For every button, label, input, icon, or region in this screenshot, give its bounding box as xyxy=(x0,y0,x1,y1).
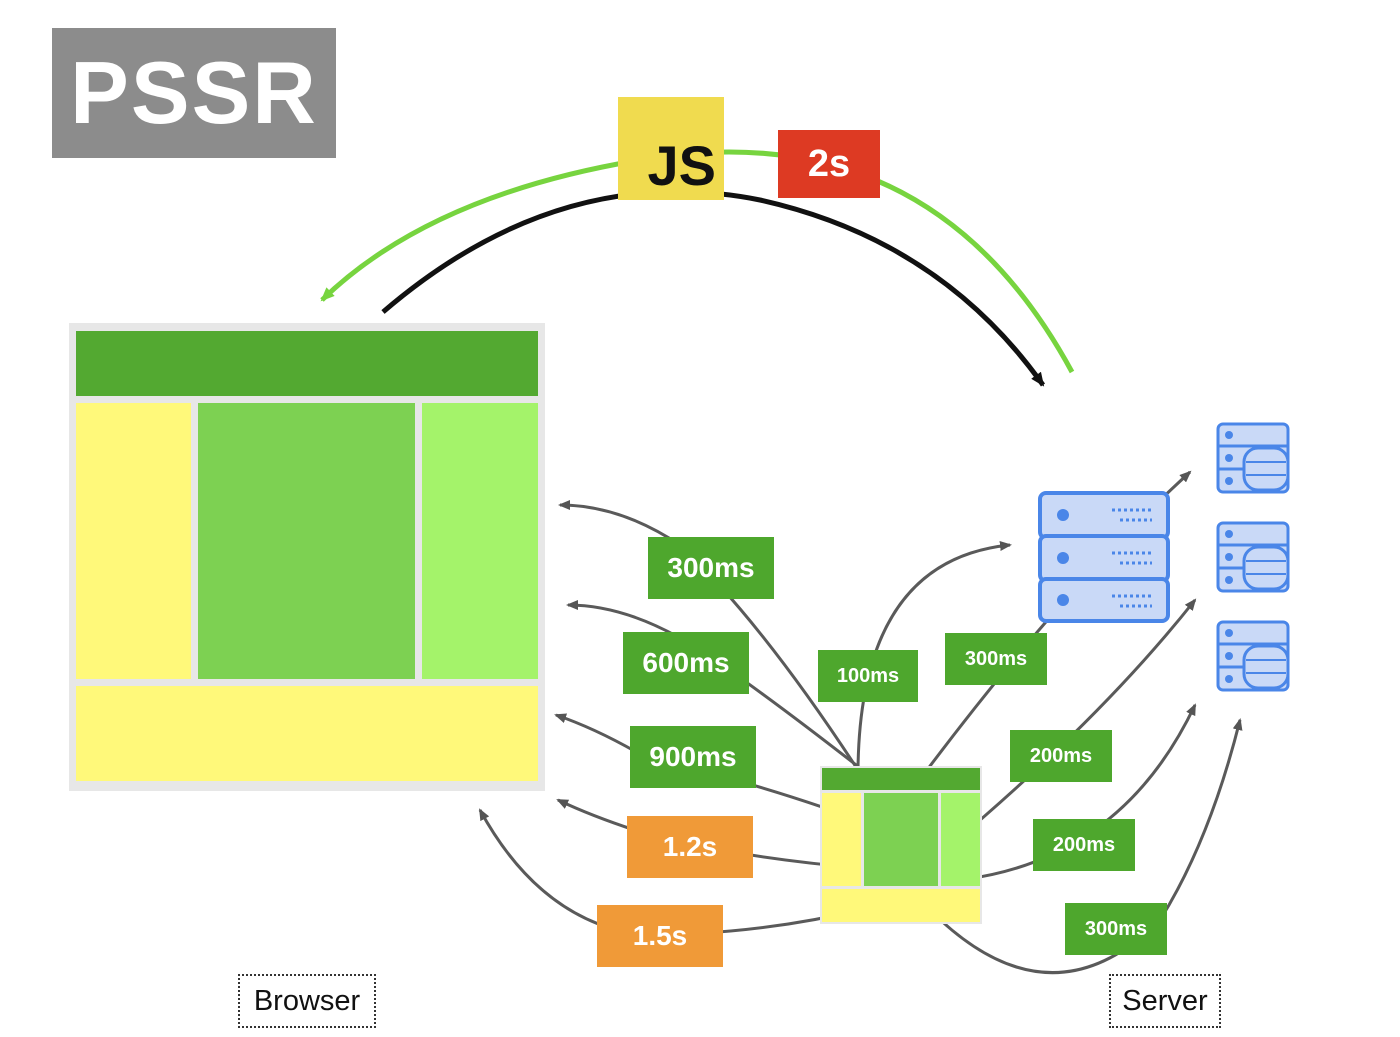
timing-tag: 300ms xyxy=(945,633,1047,685)
small-header-block xyxy=(822,768,980,790)
title-box: PSSR xyxy=(52,28,336,158)
download-time-tag: 2s xyxy=(778,130,880,198)
browser-page-mockup xyxy=(69,323,545,791)
page-header-block xyxy=(76,331,538,396)
database-server-icon xyxy=(1216,620,1290,692)
server-page-mockup xyxy=(820,766,982,924)
js-label: JS xyxy=(647,134,717,197)
page-right-sidebar-block xyxy=(422,403,538,679)
arrow-to-server-3 xyxy=(944,598,1197,852)
black-request-arc xyxy=(381,189,1046,387)
database-server-icon xyxy=(1216,422,1290,494)
title-text: PSSR xyxy=(70,43,318,142)
arrow-to-server-1 xyxy=(856,541,1012,771)
timing-tag: 300ms xyxy=(1065,903,1167,955)
timing-tag: 600ms xyxy=(623,632,749,694)
timing-tag: 300ms xyxy=(648,537,774,599)
timing-tag: 1.2s xyxy=(627,816,753,878)
page-footer-block xyxy=(76,686,538,781)
timing-tag: 900ms xyxy=(630,726,756,788)
database-server-icon xyxy=(1216,521,1290,593)
small-footer-block xyxy=(822,889,980,922)
timing-tag: 1.5s xyxy=(597,905,723,967)
small-right-sidebar-block xyxy=(941,793,980,886)
page-main-content-block xyxy=(198,403,415,679)
small-main-content-block xyxy=(864,793,938,886)
timing-tag: 100ms xyxy=(818,650,918,702)
js-badge: JS xyxy=(618,97,724,200)
timing-tag: 200ms xyxy=(1033,819,1135,871)
small-left-sidebar-block xyxy=(822,793,861,886)
server-stack-icon xyxy=(1038,491,1170,623)
timing-tag: 200ms xyxy=(1010,730,1112,782)
page-left-sidebar-block xyxy=(76,403,191,679)
server-caption: Server xyxy=(1109,974,1221,1028)
browser-caption: Browser xyxy=(238,974,376,1028)
